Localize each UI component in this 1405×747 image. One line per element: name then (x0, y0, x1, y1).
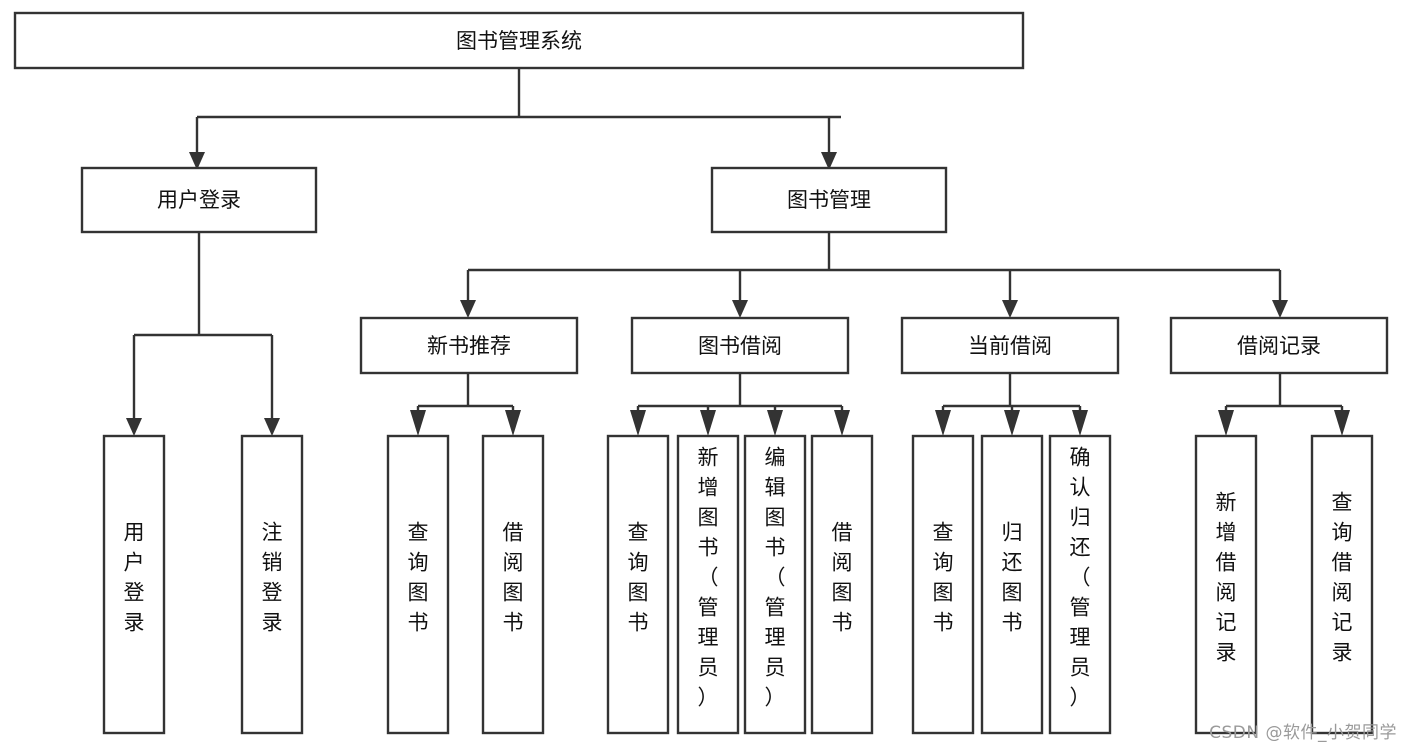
node-leaf-return-book-box[interactable] (980, 434, 1044, 735)
node-leaf-borrow-book-1-box[interactable] (481, 434, 545, 735)
connector-layer (126, 68, 1350, 436)
arrow-head-leaf-confirm-return (1072, 410, 1088, 436)
node-current-borrow[interactable]: 当前借阅 (900, 316, 1120, 375)
arrow-head-leaf-query-book-3 (935, 410, 951, 436)
node-leaf-edit-book-box[interactable] (743, 434, 807, 735)
node-book-borrow-label: 图书借阅 (698, 334, 782, 358)
arrow-head-book-manage (821, 152, 837, 170)
node-leaf-add-record-box[interactable] (1194, 434, 1258, 735)
node-leaf-query-book-2-box[interactable] (606, 434, 670, 735)
connector-borrow-record-branch (1224, 373, 1344, 418)
node-leaf-add-record-label: 新增借阅记录 (1216, 491, 1237, 665)
node-leaf-borrow-book-1[interactable]: 借阅图书 (481, 434, 545, 735)
node-leaf-query-record[interactable]: 查询借阅记录 (1310, 434, 1374, 735)
node-leaf-borrow-book-2-box[interactable] (810, 434, 874, 735)
node-current-borrow-label: 当前借阅 (968, 334, 1052, 358)
node-leaf-user-logout[interactable]: 注销登录 (240, 434, 304, 735)
node-leaf-edit-book-label: 编辑图书（管理员） (765, 446, 786, 710)
arrow-head-leaf-user-logout (264, 418, 280, 436)
arrow-head-leaf-query-record (1334, 410, 1350, 436)
node-leaf-confirm-return-label: 确认归还（管理员） (1070, 446, 1091, 710)
arrow-head-new-book-recommend (460, 300, 476, 318)
arrow-head-current-borrow (1002, 300, 1018, 318)
node-leaf-add-book[interactable]: 新增图书（管理员） (676, 434, 740, 735)
node-leaf-query-book-1[interactable]: 查询图书 (386, 434, 450, 735)
arrow-head-leaf-borrow-book-2 (834, 410, 850, 436)
node-leaf-add-record[interactable]: 新增借阅记录 (1194, 434, 1258, 735)
node-leaf-query-record-label: 查询借阅记录 (1332, 491, 1353, 665)
arrow-head-leaf-edit-book (767, 410, 783, 436)
arrow-head-leaf-borrow-book-1 (505, 410, 521, 436)
node-leaf-user-login[interactable]: 用户登录 (102, 434, 166, 735)
node-leaf-edit-book[interactable]: 编辑图书（管理员） (743, 434, 807, 735)
node-leaf-query-book-1-label: 查询图书 (408, 521, 429, 635)
connector-book-borrow-branch (636, 373, 844, 418)
node-leaf-query-book-2[interactable]: 查询图书 (606, 434, 670, 735)
node-leaf-borrow-book-1-label: 借阅图书 (503, 521, 524, 635)
node-leaf-query-record-box[interactable] (1310, 434, 1374, 735)
arrow-head-leaf-return-book (1004, 410, 1020, 436)
arrow-head-leaf-add-record (1218, 410, 1234, 436)
node-leaf-user-logout-box[interactable] (240, 434, 304, 735)
node-leaf-user-logout-label: 注销登录 (262, 521, 283, 635)
node-borrow-record-box[interactable] (1169, 316, 1389, 375)
node-book-manage-label: 图书管理 (787, 188, 871, 212)
node-new-book-recommend-box[interactable] (359, 316, 579, 375)
csdn-watermark: CSDN @软件_小贺同学 (1209, 723, 1397, 743)
node-leaf-query-book-3[interactable]: 查询图书 (911, 434, 975, 735)
node-new-book-recommend-label: 新书推荐 (427, 334, 511, 358)
arrow-head-leaf-add-book (700, 410, 716, 436)
connector-new-book-recommend-branch (416, 373, 515, 418)
node-leaf-borrow-book-2-label: 借阅图书 (832, 521, 853, 635)
connector-book-manage-branch (466, 232, 1282, 300)
node-root[interactable]: 图书管理系统 (13, 11, 1025, 70)
connector-root-trunk (195, 68, 841, 152)
arrow-head-leaf-user-login (126, 418, 142, 436)
node-book-manage-box[interactable] (710, 166, 948, 234)
node-leaf-borrow-book-2[interactable]: 借阅图书 (810, 434, 874, 735)
node-user-login-label: 用户登录 (157, 188, 241, 212)
node-leaf-query-book-3-box[interactable] (911, 434, 975, 735)
arrow-head-user-login (189, 152, 205, 170)
node-leaf-query-book-2-label: 查询图书 (628, 521, 649, 635)
node-book-borrow-box[interactable] (630, 316, 850, 375)
node-leaf-add-book-label: 新增图书（管理员） (698, 446, 719, 710)
node-root-label: 图书管理系统 (456, 29, 582, 53)
connector-user-login-branch (132, 232, 274, 418)
arrow-head-book-borrow (732, 300, 748, 318)
node-leaf-return-book-label: 归还图书 (1002, 521, 1023, 635)
node-borrow-record[interactable]: 借阅记录 (1169, 316, 1389, 375)
arrow-head-leaf-query-book-2 (630, 410, 646, 436)
node-root-box[interactable] (13, 11, 1025, 70)
node-leaf-query-book-3-label: 查询图书 (933, 521, 954, 635)
arrow-head-leaf-query-book-1 (410, 410, 426, 436)
node-leaf-query-book-1-box[interactable] (386, 434, 450, 735)
node-user-login-box[interactable] (80, 166, 318, 234)
node-leaf-user-login-label: 用户登录 (124, 521, 145, 635)
node-leaf-confirm-return[interactable]: 确认归还（管理员） (1048, 434, 1112, 735)
node-borrow-record-label: 借阅记录 (1237, 334, 1321, 358)
leaf-node-group: 用户登录 注销登录 查询图书 借阅图书 查询图书 新增图书（管理员） (102, 434, 1374, 735)
node-leaf-user-login-box[interactable] (102, 434, 166, 735)
node-leaf-confirm-return-box[interactable] (1048, 434, 1112, 735)
node-current-borrow-box[interactable] (900, 316, 1120, 375)
node-user-login[interactable]: 用户登录 (80, 166, 318, 234)
node-leaf-add-book-box[interactable] (676, 434, 740, 735)
node-new-book-recommend[interactable]: 新书推荐 (359, 316, 579, 375)
node-book-borrow[interactable]: 图书借阅 (630, 316, 850, 375)
node-book-manage[interactable]: 图书管理 (710, 166, 948, 234)
arrow-head-borrow-record (1272, 300, 1288, 318)
node-leaf-return-book[interactable]: 归还图书 (980, 434, 1044, 735)
